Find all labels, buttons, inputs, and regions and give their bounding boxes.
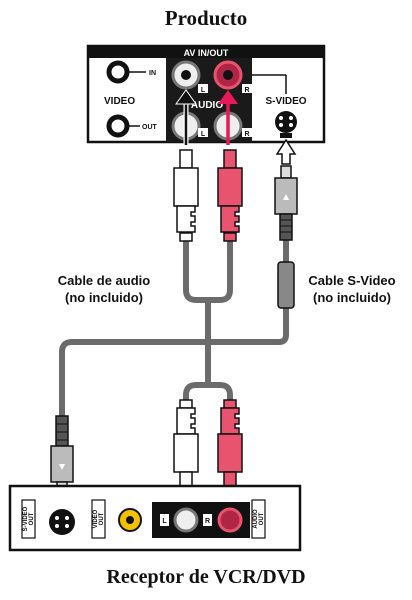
receiver-video-label-2: OUT: [99, 512, 105, 525]
product-title: Producto: [164, 6, 248, 30]
receiver-audio-label-1: AUDIO: [253, 509, 259, 529]
ferrite-core: [277, 261, 295, 309]
svideo-arrow: [275, 138, 297, 165]
svideo-jack: [275, 111, 297, 133]
receiver-title: Receptor de VCR/DVD: [106, 566, 306, 588]
video-in-jack: [106, 60, 130, 84]
out-label: OUT: [142, 124, 158, 131]
receiver-panel: S-VIDEO OUT VIDEO OUT L R AUDIO OUT: [8, 484, 302, 552]
audio-label: AUDIO: [191, 100, 223, 111]
receiver-left-label: L: [162, 518, 167, 525]
svideo-cable-line2: (no incluido): [313, 290, 391, 305]
audio-cable-caption: Cable de audio (no incluido): [44, 272, 164, 306]
panel-right-label-2: R: [244, 131, 249, 138]
panel-left-label-2: L: [201, 131, 206, 138]
panel-right-label: R: [244, 87, 249, 94]
panel-left-label: L: [201, 87, 206, 94]
in-label: IN: [149, 70, 156, 77]
cables: [59, 237, 289, 433]
audio-cable-line2: (no incluido): [65, 290, 143, 305]
receiver-svideo-label-2: OUT: [29, 512, 35, 525]
svideo-plug-top: [274, 165, 298, 309]
receiver-audio-label-2: OUT: [259, 512, 265, 525]
svideo-label: S-VIDEO: [265, 96, 306, 107]
product-panel: AV IN/OUT IN VIDEO OUT L R AUDIO L R S-V…: [86, 44, 326, 144]
av-in-out-label: AV IN/OUT: [184, 48, 229, 58]
video-out-jack: [106, 114, 130, 138]
receiver-video-label-1: VIDEO: [93, 509, 99, 528]
svideo-cable-caption: Cable S-Video (no incluido): [292, 272, 412, 306]
receiver-right-label: R: [205, 518, 210, 525]
svideo-cable-line1: Cable S-Video: [308, 273, 396, 288]
audio-plugs-top: [173, 149, 243, 242]
insert-arrows: [175, 89, 297, 165]
video-label: VIDEO: [104, 96, 135, 107]
receiver-svideo-label-1: S-VIDEO: [23, 506, 29, 531]
receiver-svideo-jack: [49, 509, 75, 535]
audio-cable-line1: Cable de audio: [57, 273, 151, 288]
